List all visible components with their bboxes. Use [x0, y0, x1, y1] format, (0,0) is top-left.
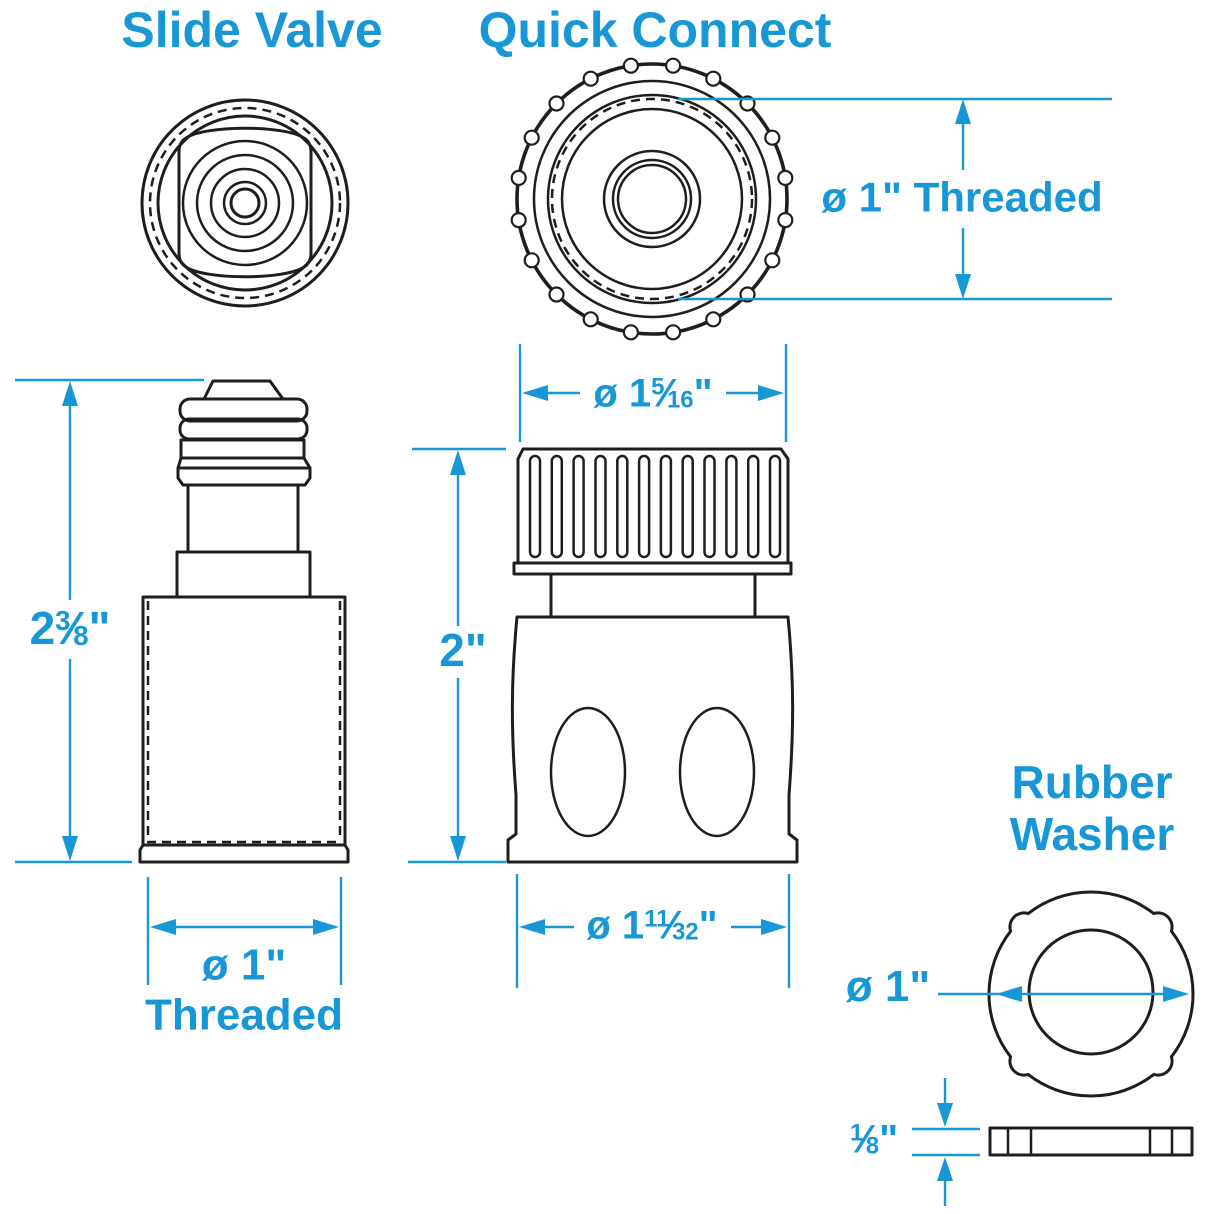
quick-connect-side-view: [506, 447, 799, 864]
dimension-lines: [15, 97, 1189, 1206]
arrow-up: [937, 1157, 953, 1181]
valve-step: [175, 550, 312, 599]
valve-body-foot: [138, 843, 350, 864]
qc-cap-base-band: [512, 561, 793, 576]
qc-center-hub: [602, 149, 702, 249]
washer-outer-diameter-label: ø 1": [845, 962, 931, 1012]
qc-knurl-scallops: [510, 57, 794, 341]
quick-connect-title: Quick Connect: [478, 1, 832, 58]
arrow-right: [313, 919, 339, 935]
arrow-left: [519, 919, 545, 935]
valve-body-hidden-lines: [146, 601, 342, 844]
valve-height-label: 23⁄8": [29, 602, 111, 655]
qc-bottom-diameter-label: ø 111⁄32": [586, 903, 718, 948]
slide-valve-title: Slide Valve: [121, 1, 383, 58]
slide-valve-side-view: [138, 379, 350, 864]
valve-collar-band: [179, 438, 306, 460]
qc-cap-ribs: [528, 454, 782, 559]
washer-thickness-label: 1⁄8": [849, 1117, 899, 1162]
arrow-up: [62, 381, 78, 406]
qc-knurled-outer-circle: [515, 62, 789, 336]
arrow-down: [62, 836, 78, 861]
arrow-down: [450, 836, 466, 861]
valve-thread-diameter-label: ø 1" Threaded: [144, 940, 344, 1039]
qc-body: [506, 615, 799, 864]
qc-grip-cutout-right: [678, 706, 756, 838]
arrow-right: [1163, 986, 1189, 1002]
arrow-left: [996, 986, 1022, 1002]
quick-connect-top-view: [510, 57, 794, 341]
arrow-left: [522, 385, 548, 401]
arrow-down: [937, 1103, 953, 1127]
rubber-washer-title: Rubber Washer: [1009, 756, 1175, 860]
washer-side-profile: [988, 1126, 1194, 1157]
valve-neck: [186, 483, 300, 554]
arrow-up: [955, 99, 971, 124]
qc-neck: [549, 572, 757, 619]
valve-inner-rim-circle: [156, 114, 334, 292]
rubber-washer-views: [987, 890, 1195, 1157]
arrow-right: [758, 385, 784, 401]
qc-thread-extension-lines: [678, 97, 1112, 301]
qc-height-label: 2": [439, 624, 487, 677]
qc-grip-cutout-left: [549, 706, 627, 838]
arrow-left: [150, 919, 176, 935]
qc-cap-diameter-label: ø 15⁄16": [593, 371, 713, 416]
valve-dashed-circle: [148, 106, 342, 300]
arrow-down: [955, 274, 971, 299]
valve-bead-1: [178, 397, 309, 423]
valve-body: [141, 595, 347, 847]
valve-outer-circle: [140, 98, 350, 308]
valve-nut-outline: [177, 126, 313, 279]
arrow-right: [761, 919, 787, 935]
slide-valve-top-view: [140, 98, 350, 308]
valve-tip: [202, 379, 285, 401]
qc-thread-dashed-circle: [550, 97, 754, 301]
qc-thread-diameter-label: ø 1" Threaded: [821, 173, 1103, 221]
washer-inner-hole: [1027, 928, 1155, 1056]
arrow-up: [450, 450, 466, 475]
